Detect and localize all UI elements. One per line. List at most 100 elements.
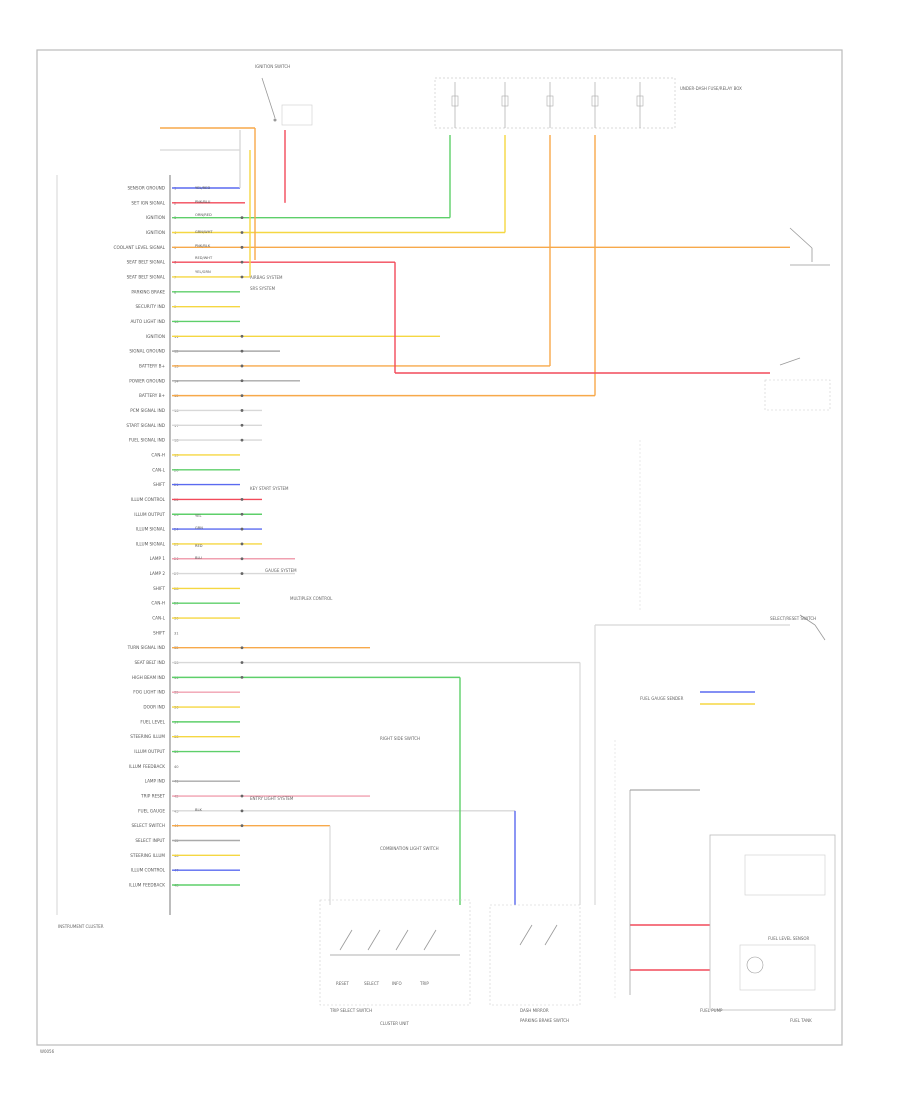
trip-switch-2 <box>367 929 381 951</box>
pin-label: SEAT BELT SIGNAL <box>127 274 166 279</box>
pin-label: COOLANT LEVEL SIGNAL <box>114 245 166 250</box>
ignition-switch-blade <box>261 77 276 119</box>
fuse-icon <box>451 95 459 107</box>
side-note: ENTRY LIGHT SYSTEM <box>250 796 294 801</box>
pin-label: FUEL GAUGE <box>138 808 165 813</box>
trip-switch-4 <box>423 929 437 951</box>
pin-label: ILLUM OUTPUT <box>134 749 165 754</box>
pin-label: POWER GROUND <box>129 378 165 383</box>
splice-dot <box>240 512 244 516</box>
parking-brake-switch-1 <box>519 924 533 946</box>
splice-dot <box>240 675 244 679</box>
component-label: FUEL PUMP <box>700 1008 723 1013</box>
pin-label: PARKING BRAKE <box>131 289 165 294</box>
pin-label: HIGH BEAM IND <box>132 675 165 680</box>
trip-select-switch-assembly <box>319 899 471 1006</box>
side-note: SELECT/RESET SWITCH <box>770 616 816 621</box>
pin-label: CAN-H <box>151 452 165 457</box>
splice-dot <box>240 557 244 561</box>
pin-label: SECURITY IND <box>136 304 165 309</box>
splice-dot <box>240 542 244 546</box>
splice-dot <box>240 216 244 220</box>
pin-label: LAMP 1 <box>150 556 166 561</box>
footer-code: W0056 <box>40 1049 55 1054</box>
splice-dot <box>240 275 244 279</box>
fuel-tank-outline <box>709 834 836 1011</box>
wire-color-label: PNK/BLK <box>195 244 211 248</box>
pin-label: STEERING ILLUM <box>130 734 165 739</box>
oil-pressure-switch-blade <box>799 614 816 626</box>
trip-select-switch-box <box>319 899 471 1006</box>
component-label: PARKING BRAKE SWITCH <box>520 1018 569 1023</box>
pin-label: ILLUM FEEDBACK <box>129 764 165 769</box>
side-note: COMBINATION LIGHT SWITCH <box>380 846 439 851</box>
pin-label: SELECT SWITCH <box>131 823 165 828</box>
fuel-tank-label: FUEL TANK <box>790 1018 812 1023</box>
fuse-relay-box-outline <box>434 77 676 129</box>
splice-dot <box>240 334 244 338</box>
switch-label: INFO <box>392 981 402 986</box>
splice-dot <box>240 498 244 501</box>
splice-dot <box>240 245 244 249</box>
pin-label: SIGNAL GROUND <box>129 349 165 354</box>
fuse-icon <box>636 95 644 107</box>
pin-label: TURN SIGNAL IND <box>127 645 165 650</box>
fuse-icon <box>501 95 509 107</box>
pin-label: PCM SIGNAL IND <box>130 408 165 413</box>
switch-label: SELECT <box>364 981 380 986</box>
splice-dot <box>240 423 244 427</box>
side-note: UNDER-DASH FUSE/RELAY BOX <box>680 86 742 91</box>
pin-label: SHIFT <box>153 630 165 635</box>
wire-color-label: YEL/GRN <box>195 270 211 274</box>
pin-label: ILLUM SIGNAL <box>136 541 166 546</box>
pin-label: STEERING ILLUM <box>130 853 165 858</box>
pin-label: FUEL SIGNAL IND <box>129 438 165 443</box>
splice-dot <box>240 394 244 398</box>
diagram-frame <box>36 49 843 1046</box>
splice-dot <box>240 646 244 650</box>
parking-brake-switch-box <box>489 904 581 1006</box>
fuel-level-sensor-label: FUEL LEVEL SENSOR <box>768 936 810 941</box>
wire-color-label: GRN <box>195 526 203 530</box>
side-note: MULTIPLEX CONTROL <box>290 596 333 601</box>
splice-dot <box>240 379 244 383</box>
splice-dot <box>240 661 244 664</box>
trip-switch-1 <box>339 929 353 951</box>
splice-dot <box>240 527 244 531</box>
side-note: KEY START SYSTEM <box>250 486 289 491</box>
splice-dot <box>240 809 244 813</box>
right-switch-2 <box>764 357 831 411</box>
pin-number: 40 <box>174 765 179 769</box>
wire-color-label: RED <box>195 544 203 548</box>
trip-switch-3 <box>395 929 409 951</box>
fuse-relay-box <box>434 77 676 129</box>
wire-color-label: GRN/WHT <box>195 230 213 234</box>
pin-label: SELECT INPUT <box>135 838 165 843</box>
pin-label: SEAT BELT IND <box>135 660 166 665</box>
wire-color-label: BLU <box>195 556 202 560</box>
instrument-cluster-label: INSTRUMENT CLUSTER <box>58 924 104 929</box>
pin-label: IGNITION <box>146 230 165 235</box>
pin-label: LAMP IND <box>145 779 165 784</box>
pin-label: AUTO LIGHT IND <box>130 319 165 324</box>
pin-label: CAN-L <box>152 467 165 472</box>
splice-dot <box>240 364 244 368</box>
wire-color-label: RED/WHT <box>195 256 213 260</box>
splice-dot <box>240 260 244 264</box>
fuel-level-sensor-box <box>739 944 816 991</box>
pin-label: FOG LIGHT IND <box>133 690 165 695</box>
pin-label: IGNITION <box>146 215 165 220</box>
pin-label: ILLUM CONTROL <box>131 868 166 873</box>
cluster-unit-label: CLUSTER UNIT <box>380 1021 409 1026</box>
ignition-switch-contact <box>273 118 277 122</box>
pin-label: DOOR IND <box>143 705 165 710</box>
right-switch-1-blade <box>789 227 813 249</box>
pin-label: CAN-L <box>152 616 165 621</box>
side-note: RIGHT SIDE SWITCH <box>380 736 420 741</box>
side-note: FUEL GAUGE SENDER <box>640 696 684 701</box>
pin-number: 31 <box>174 631 179 635</box>
splice-dot <box>240 231 244 234</box>
